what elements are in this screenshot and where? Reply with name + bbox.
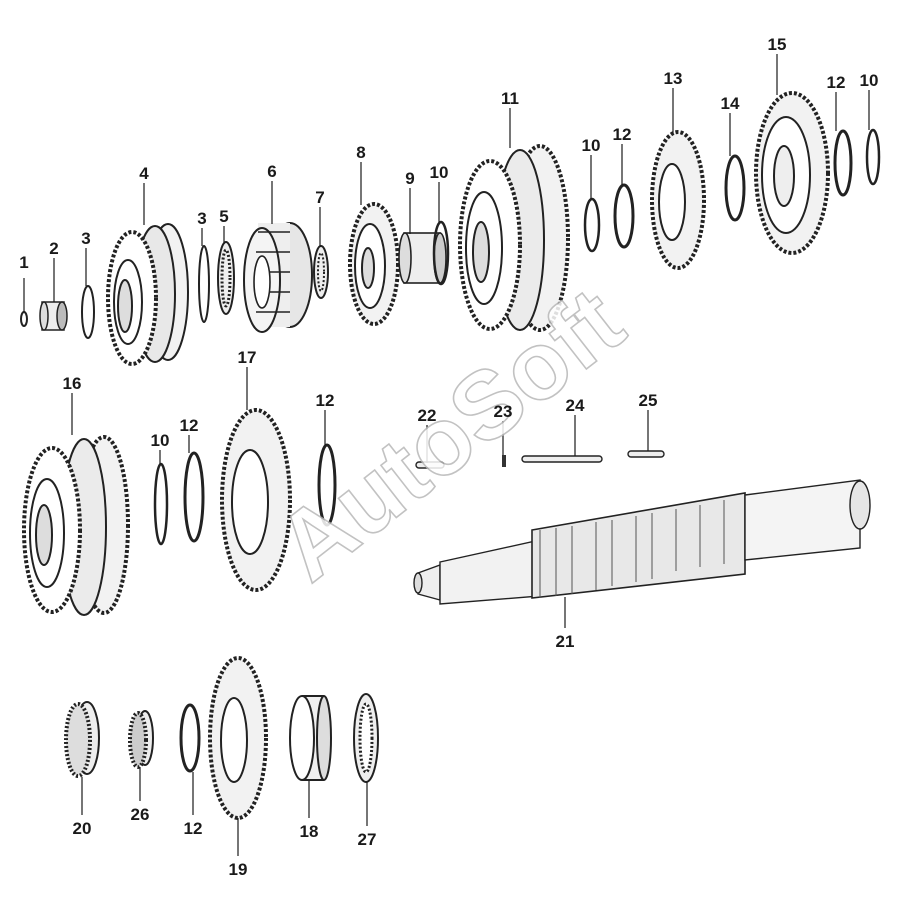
part-11-gear bbox=[458, 144, 570, 332]
callout-8: 8 bbox=[356, 143, 365, 162]
part-20-bearing bbox=[64, 701, 100, 778]
part-27-thrust-washer bbox=[353, 693, 379, 783]
part-13-gear bbox=[650, 130, 706, 270]
part-10-ring-4 bbox=[153, 462, 169, 546]
part-14-washer bbox=[724, 154, 746, 222]
part-21-shaft bbox=[413, 479, 871, 605]
callout-25: 25 bbox=[639, 391, 658, 410]
part-26-bearing bbox=[128, 710, 154, 769]
part-3-ring-2 bbox=[198, 245, 210, 323]
part-25-pin bbox=[627, 450, 665, 458]
callout-16: 16 bbox=[63, 374, 82, 393]
part-18-sleeve bbox=[289, 695, 332, 781]
part-12-washer-5 bbox=[179, 703, 201, 773]
part-1-circlip bbox=[20, 311, 28, 327]
callout-15: 15 bbox=[768, 35, 787, 54]
callout-7: 7 bbox=[315, 188, 324, 207]
callout-22: 22 bbox=[418, 406, 437, 425]
callout-14: 14 bbox=[721, 94, 740, 113]
callout-12b: 12 bbox=[827, 73, 846, 92]
callout-18: 18 bbox=[300, 822, 319, 841]
part-4-gear bbox=[106, 223, 189, 366]
part-5-bearing bbox=[217, 241, 235, 315]
part-12-washer-4 bbox=[317, 443, 337, 527]
part-24-pin bbox=[521, 455, 603, 463]
callout-3b: 3 bbox=[197, 209, 206, 228]
part-16-gear bbox=[22, 435, 130, 616]
part-12-washer-2 bbox=[833, 129, 853, 197]
part-12-washer-3 bbox=[183, 451, 205, 543]
part-7-bearing bbox=[313, 245, 329, 299]
callout-9: 9 bbox=[405, 169, 414, 188]
callout-21: 21 bbox=[556, 632, 575, 651]
part-12-washer bbox=[613, 183, 635, 249]
callout-20: 20 bbox=[73, 819, 92, 838]
callout-5: 5 bbox=[219, 207, 228, 226]
callout-1: 1 bbox=[19, 253, 28, 272]
part-10-ring-3 bbox=[865, 128, 881, 186]
callout-10b: 10 bbox=[582, 136, 601, 155]
part-19-gear bbox=[208, 656, 268, 820]
callout-6: 6 bbox=[267, 162, 276, 181]
callout-23: 23 bbox=[494, 402, 513, 421]
part-15-gear bbox=[754, 91, 830, 255]
part-23-pin bbox=[502, 455, 506, 467]
part-3-ring bbox=[81, 285, 95, 339]
callout-10: 10 bbox=[430, 163, 449, 182]
callout-24: 24 bbox=[566, 396, 585, 415]
callout-11: 11 bbox=[501, 89, 519, 108]
part-9-sleeve bbox=[398, 232, 447, 284]
callout-17: 17 bbox=[238, 348, 257, 367]
callout-13: 13 bbox=[664, 69, 683, 88]
callout-12c: 12 bbox=[180, 416, 199, 435]
callout-19: 19 bbox=[229, 860, 248, 879]
callout-10c: 10 bbox=[860, 71, 879, 90]
callout-3: 3 bbox=[81, 229, 90, 248]
callout-27: 27 bbox=[358, 830, 377, 849]
callout-4: 4 bbox=[139, 164, 149, 183]
part-10-ring bbox=[432, 220, 450, 286]
part-8-gear bbox=[348, 202, 400, 326]
part-6-synchro-hub bbox=[243, 222, 313, 333]
callout-26: 26 bbox=[131, 805, 150, 824]
part-17-gear bbox=[220, 408, 292, 592]
callout-10d: 10 bbox=[151, 431, 170, 450]
part-2-needle-bearing bbox=[39, 301, 68, 331]
callout-12d: 12 bbox=[316, 391, 335, 410]
callout-12: 12 bbox=[613, 125, 632, 144]
callout-12e: 12 bbox=[184, 819, 203, 838]
callout-2: 2 bbox=[49, 239, 58, 258]
part-10-ring-2 bbox=[583, 197, 601, 253]
part-22-pin bbox=[415, 461, 445, 469]
